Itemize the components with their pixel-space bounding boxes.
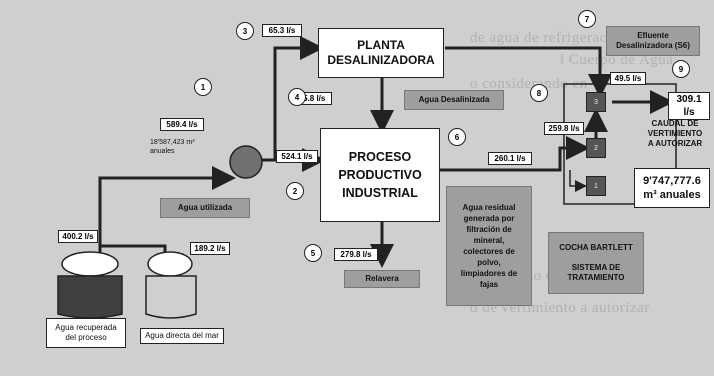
pipe-proceso-tanks [440, 136, 590, 172]
pipe-planta-efluente [445, 46, 612, 98]
background-text-1: de agua de refrigeración, de [470, 30, 651, 46]
circle-2: 2 [286, 182, 304, 200]
circle-6: 6 [448, 128, 466, 146]
background-text-3: o considerando en [470, 76, 588, 92]
tank-sea-top [147, 251, 193, 277]
circle-5: 5 [304, 244, 322, 262]
flow-4002: 400.2 l/s [58, 230, 98, 243]
relavera-label: Relavera [344, 270, 420, 288]
annual-total-box: 9'747,777.6 m³ anuales [634, 168, 710, 208]
circle-1: 1 [194, 78, 212, 96]
planta-desalinizadora: PLANTA DESALINIZADORA [318, 28, 444, 78]
flow-2798: 279.8 l/s [334, 248, 378, 261]
tank-recovered-top [61, 251, 119, 277]
flow-5894: 589.4 l/s [160, 118, 204, 131]
flow-2601: 260.1 l/s [488, 152, 532, 165]
tank-recovered-body [57, 275, 123, 319]
circle-4: 4 [288, 88, 306, 106]
circle-9: 9 [672, 60, 690, 78]
caudal-vertimiento-label: CAUDAL DE VERTIMIENTO A AUTORIZAR [647, 119, 703, 148]
cocha-bartlett-label: COCHA BARTLETT SISTEMA DE TRATAMIENTO [548, 232, 644, 294]
agua-recuperada-label: Agua recuperada del proceso [46, 318, 126, 348]
flow-3091: 309.1 l/s [668, 92, 710, 120]
agua-directa-label: Agua directa del mar [140, 328, 224, 344]
agua-utilizada-label: Agua utilizada [160, 198, 250, 218]
circle-8: 8 [530, 84, 548, 102]
treatment-tank-2: 2 [586, 138, 606, 158]
flow-653: 65.3 l/s [262, 24, 302, 37]
proceso-productivo: PROCESO PRODUCTIVO INDUSTRIAL [320, 128, 440, 222]
flow-495: 49.5 l/s [610, 72, 646, 85]
agua-desalinizada-label: Agua Desalinizada [404, 90, 504, 110]
pipe-feed-main [98, 166, 236, 246]
tank-sea-body [145, 275, 197, 319]
flow-1892: 189.2 l/s [190, 242, 230, 255]
pipe-to-tank1 [569, 170, 587, 192]
efluente-label: Efluente Desalinizadora (S6) [606, 26, 700, 56]
annual-intake-text: 18'587,423 m³ anuales [150, 139, 195, 155]
flow-2598: 259.8 l/s [544, 122, 584, 135]
circle-3: 3 [236, 22, 254, 40]
treatment-tank-3: 3 [586, 92, 606, 112]
flow-5241: 524.1 l/s [276, 150, 318, 163]
mixing-node [229, 145, 263, 179]
treatment-tank-1: 1 [586, 176, 606, 196]
agua-residual-label: Agua residual generada por filtración de… [446, 186, 532, 306]
circle-7: 7 [578, 10, 596, 28]
pipe-node-planta [273, 36, 324, 160]
background-text-2: l Cuerpo de Agua [560, 52, 674, 68]
